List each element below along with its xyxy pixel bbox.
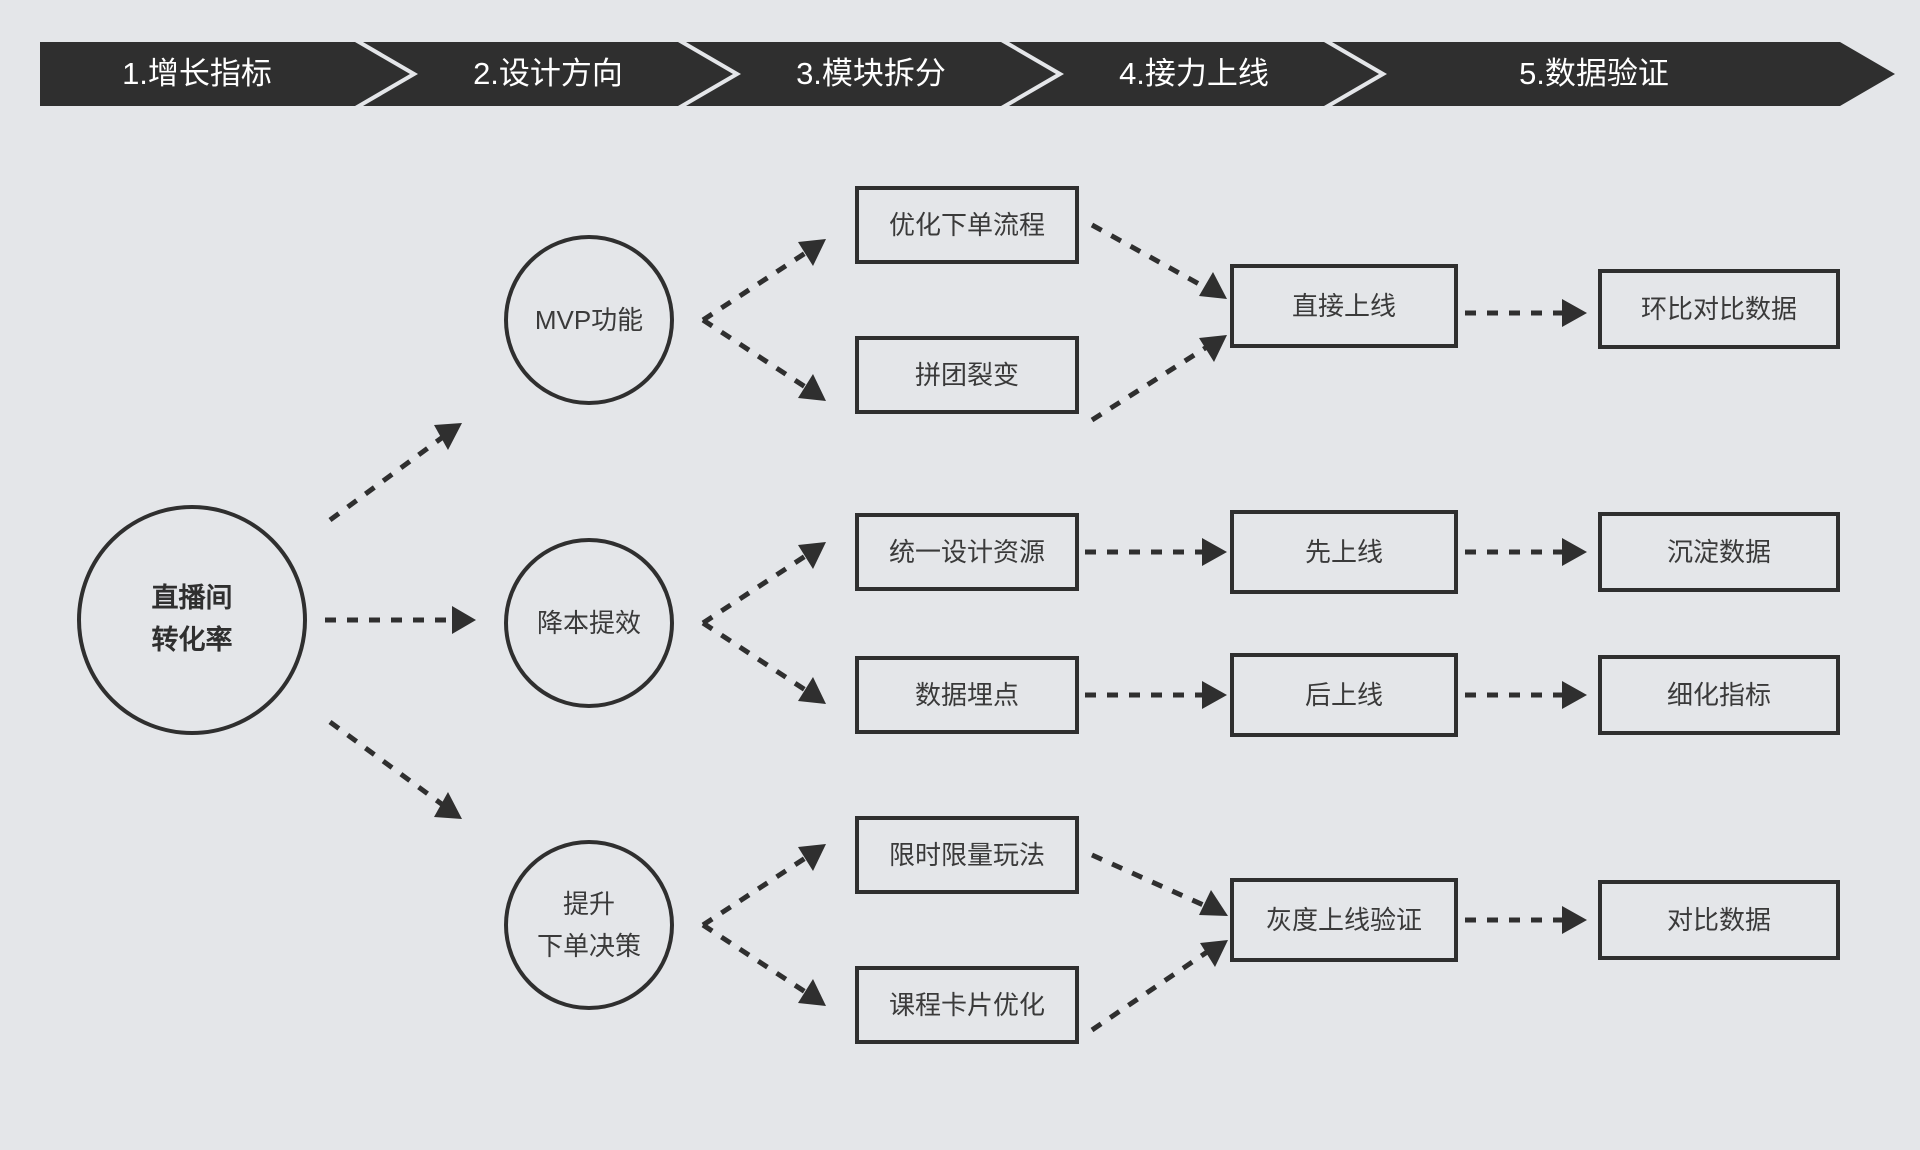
step-chevron-4[interactable]: 4.接力上线 <box>1009 42 1379 106</box>
connector-launch-2-to-validation-2 <box>1465 538 1587 566</box>
connector-decision-to-module-5 <box>701 844 826 928</box>
node-module-5-label: 限时限量玩法 <box>889 840 1045 870</box>
connector-module-5-to-launch-4 <box>1090 852 1228 916</box>
connector-module-4-to-launch-3 <box>1085 681 1227 709</box>
connector-group-launch-to-validation <box>1465 299 1587 934</box>
connector-launch-1-to-validation-1 <box>1465 299 1587 327</box>
node-root-metric-line1: 直播间 <box>152 583 233 613</box>
node-validation-2-label: 沉淀数据 <box>1667 537 1771 567</box>
connector-group-directions-to-modules <box>701 239 826 1006</box>
node-launch-1-label: 直接上线 <box>1292 291 1396 321</box>
node-validation-1[interactable]: 环比对比数据 <box>1598 269 1840 349</box>
connector-launch-3-to-validation-3 <box>1465 681 1587 709</box>
step-chevron-1-label: 1.增长指标 <box>122 56 272 91</box>
node-module-6[interactable]: 课程卡片优化 <box>855 966 1079 1044</box>
connector-group-root-to-directions <box>325 423 476 819</box>
node-validation-4-label: 对比数据 <box>1667 905 1771 935</box>
node-direction-cost[interactable]: 降本提效 <box>504 538 674 708</box>
node-module-3[interactable]: 统一设计资源 <box>855 513 1079 591</box>
step-chevron-4-label: 4.接力上线 <box>1119 56 1269 91</box>
connector-decision-to-module-6 <box>701 922 826 1006</box>
connector-mvp-to-module-2 <box>701 317 826 401</box>
node-module-2[interactable]: 拼团裂变 <box>855 336 1079 414</box>
step-chevron-3[interactable]: 3.模块拆分 <box>686 42 1056 106</box>
process-step-header: 1.增长指标 2.设计方向 3.模块拆分 4.接力上线 5.数据验证 <box>40 42 1895 106</box>
node-launch-3[interactable]: 后上线 <box>1230 653 1458 737</box>
node-launch-2-label: 先上线 <box>1305 537 1383 567</box>
connector-cost-to-module-4 <box>701 620 826 704</box>
node-launch-3-label: 后上线 <box>1305 680 1383 710</box>
step-chevron-1[interactable]: 1.增长指标 <box>40 42 410 106</box>
node-launch-2[interactable]: 先上线 <box>1230 510 1458 594</box>
node-validation-3-label: 细化指标 <box>1667 680 1771 710</box>
connector-root-to-cost <box>325 606 476 634</box>
step-chevron-2-label: 2.设计方向 <box>473 56 623 91</box>
node-direction-cost-label: 降本提效 <box>537 608 641 638</box>
step-chevron-5-label: 5.数据验证 <box>1519 56 1669 91</box>
node-module-6-label: 课程卡片优化 <box>889 990 1045 1020</box>
node-launch-1[interactable]: 直接上线 <box>1230 264 1458 348</box>
node-validation-2[interactable]: 沉淀数据 <box>1598 512 1840 592</box>
node-direction-decision[interactable]: 提升 下单决策 <box>504 840 674 1010</box>
node-direction-decision-line1: 提升 <box>563 889 615 919</box>
connector-module-6-to-launch-4 <box>1090 940 1228 1033</box>
node-direction-mvp[interactable]: MVP功能 <box>504 235 674 405</box>
connector-mvp-to-module-1 <box>701 239 826 323</box>
connector-module-2-to-launch-1 <box>1090 335 1227 423</box>
node-validation-1-label: 环比对比数据 <box>1641 294 1797 324</box>
node-launch-4[interactable]: 灰度上线验证 <box>1230 878 1458 962</box>
node-module-1[interactable]: 优化下单流程 <box>855 186 1079 264</box>
step-chevron-5[interactable]: 5.数据验证 <box>1332 42 1895 106</box>
connector-group-modules-to-launch <box>1085 222 1228 1033</box>
node-module-3-label: 统一设计资源 <box>889 537 1045 567</box>
connector-module-1-to-launch-1 <box>1090 222 1227 299</box>
node-validation-4[interactable]: 对比数据 <box>1598 880 1840 960</box>
node-module-4[interactable]: 数据埋点 <box>855 656 1079 734</box>
node-direction-decision-line2: 下单决策 <box>537 931 641 961</box>
node-launch-4-label: 灰度上线验证 <box>1266 905 1422 935</box>
step-chevron-2[interactable]: 2.设计方向 <box>363 42 733 106</box>
node-module-4-label: 数据埋点 <box>915 680 1019 710</box>
step-chevron-3-label: 3.模块拆分 <box>796 56 946 91</box>
node-module-2-label: 拼团裂变 <box>915 360 1019 390</box>
connector-cost-to-module-3 <box>701 542 826 626</box>
node-root-metric-line2: 转化率 <box>152 624 233 655</box>
node-validation-3[interactable]: 细化指标 <box>1598 655 1840 735</box>
node-module-1-label: 优化下单流程 <box>889 210 1045 240</box>
node-module-5[interactable]: 限时限量玩法 <box>855 816 1079 894</box>
connector-launch-4-to-validation-4 <box>1465 906 1587 934</box>
connector-root-to-mvp <box>328 423 462 523</box>
connector-module-3-to-launch-2 <box>1085 538 1227 566</box>
connector-root-to-decision <box>328 719 462 819</box>
node-root-metric[interactable]: 直播间 转化率 <box>77 505 307 735</box>
node-direction-mvp-label: MVP功能 <box>535 305 643 335</box>
